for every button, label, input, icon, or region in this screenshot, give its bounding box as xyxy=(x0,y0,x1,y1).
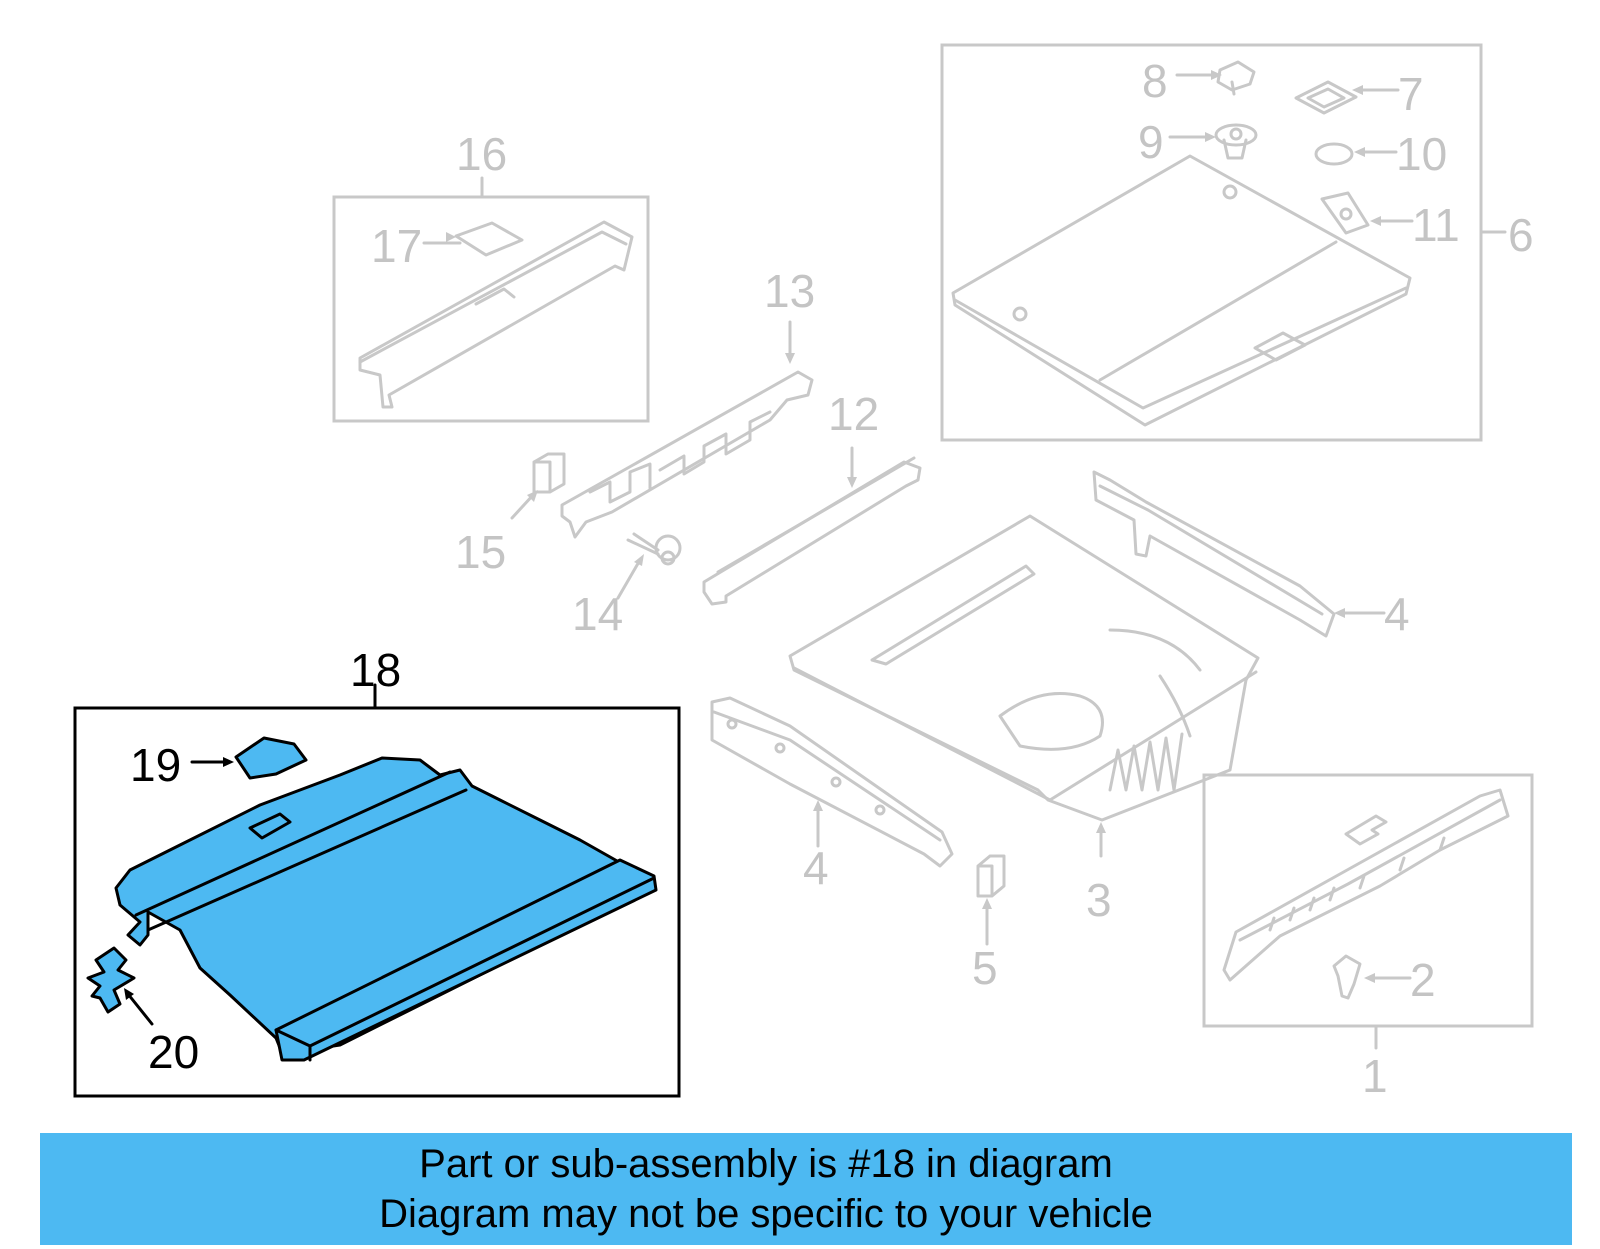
part-15-clip xyxy=(532,452,566,494)
callout-20: 20 xyxy=(148,1026,199,1078)
part-12-rail xyxy=(702,460,922,606)
callout-13: 13 xyxy=(764,265,815,317)
callout-12: 12 xyxy=(828,388,879,440)
part-9-grommet xyxy=(1214,123,1258,160)
callout-17: 17 xyxy=(371,220,422,272)
callout-10: 10 xyxy=(1396,128,1447,180)
part-17-clip xyxy=(454,221,524,257)
part-group-1: 2 1 xyxy=(1202,773,1534,1102)
callout-5: 5 xyxy=(972,942,998,994)
part-2-clip xyxy=(1332,954,1362,1000)
banner-line-2: Diagram may not be specific to your vehi… xyxy=(379,1192,1153,1236)
box-16 xyxy=(332,195,650,423)
callout-11: 11 xyxy=(1412,199,1460,251)
callout-9: 9 xyxy=(1138,116,1164,168)
callout-2: 2 xyxy=(1410,954,1436,1006)
part-group-5: 5 xyxy=(972,854,1006,994)
part-group-3: 3 xyxy=(788,514,1260,926)
part-4-right-rail xyxy=(1092,470,1336,638)
part-group-6: 8 7 9 10 11 6 xyxy=(940,43,1534,442)
part-7-plug xyxy=(1294,80,1358,115)
part-8-pin xyxy=(1216,60,1256,96)
callout-1: 1 xyxy=(1362,1050,1388,1102)
part-13-bracket xyxy=(560,370,814,539)
part-19-pad[interactable] xyxy=(234,736,308,780)
part-20-bracket[interactable] xyxy=(86,946,136,1014)
part-6-board xyxy=(951,154,1412,427)
part-16-rail xyxy=(358,220,634,409)
callout-18: 18 xyxy=(350,644,401,696)
callout-8: 8 xyxy=(1142,55,1168,107)
box-18 xyxy=(73,706,681,1098)
part-group-4-right: 4 xyxy=(1092,470,1410,640)
part-10-seal xyxy=(1314,142,1354,166)
part-11-tape xyxy=(1320,191,1370,235)
callout-7: 7 xyxy=(1398,68,1424,120)
part-group-13-14-15: 13 15 14 xyxy=(455,265,815,640)
callout-4-right: 4 xyxy=(1384,588,1410,640)
part-5-clip xyxy=(976,854,1006,898)
info-banner: Part or sub-assembly is #18 in diagram D… xyxy=(40,1133,1572,1245)
callout-19: 19 xyxy=(130,739,181,791)
callout-6: 6 xyxy=(1508,209,1534,261)
callout-4-left: 4 xyxy=(803,842,829,894)
callout-3: 3 xyxy=(1086,874,1112,926)
part-group-16: 16 17 xyxy=(332,128,650,423)
callout-16: 16 xyxy=(456,128,507,180)
banner-line-1: Part or sub-assembly is #18 in diagram xyxy=(419,1142,1113,1186)
part-group-18: 18 19 20 xyxy=(73,644,681,1098)
callout-15: 15 xyxy=(455,526,506,578)
callout-14: 14 xyxy=(572,588,623,640)
box-6 xyxy=(940,43,1483,442)
part-4-left-rail xyxy=(710,696,954,868)
box-1 xyxy=(1202,773,1534,1028)
part-group-4-left: 4 xyxy=(710,696,954,894)
part-group-12: 12 xyxy=(702,388,922,606)
